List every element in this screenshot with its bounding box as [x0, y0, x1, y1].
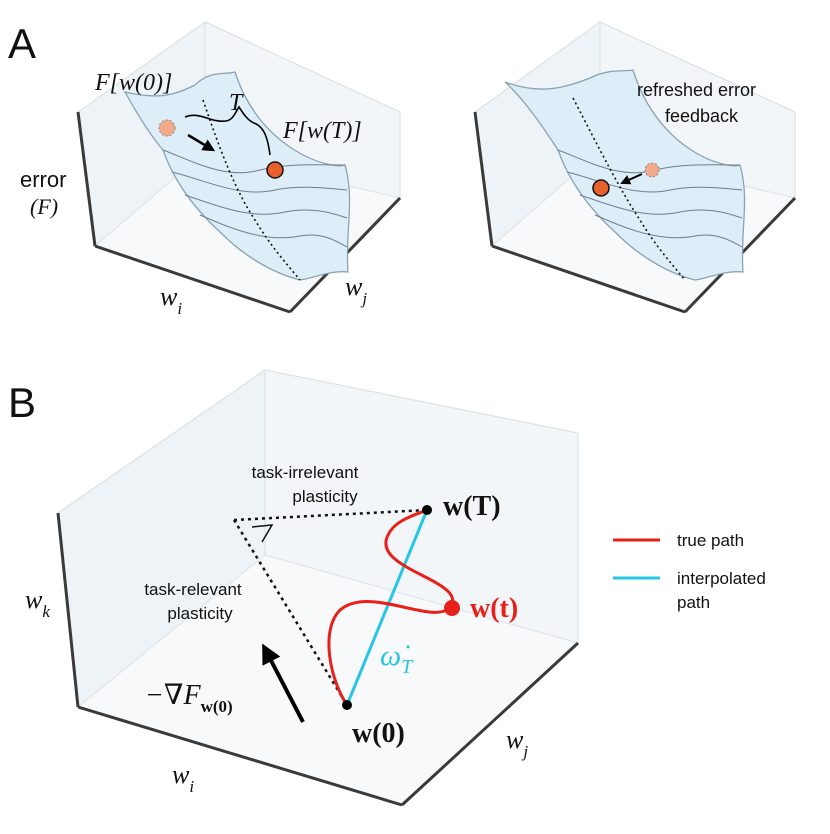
- panel-a-right-annotations: refreshed error feedback: [592, 80, 756, 197]
- w-0-label: w(0): [352, 718, 405, 749]
- legend-true-path-label: true path: [677, 531, 744, 550]
- gradient-arrow: [187, 133, 216, 152]
- valley-line: [202, 99, 301, 281]
- w-T-point: [422, 505, 432, 515]
- error-f-label: (F): [30, 194, 58, 219]
- end-point: [266, 161, 284, 179]
- time-brace: [184, 105, 271, 156]
- panel-b-labels: task-irrelevant plasticity task-relevant…: [25, 463, 528, 796]
- contour-line: [594, 214, 743, 248]
- refreshed-point: [592, 179, 610, 197]
- f-w0-label: F[w(0)]: [94, 70, 172, 96]
- wi-letter: w: [160, 282, 178, 311]
- legend-interpolated-label-line1: interpolated: [677, 569, 766, 588]
- f-wT-label: F[w(T)]: [282, 118, 362, 144]
- w-t-point: [444, 600, 460, 616]
- wj-letter: w: [345, 272, 363, 301]
- wi-subscript: i: [189, 777, 194, 796]
- task-irrelevant-label-line1: task-irrelevant: [252, 463, 359, 482]
- w-t-label: w(t): [470, 593, 518, 624]
- contour-line: [184, 194, 348, 219]
- panel-b-box: [56, 369, 580, 807]
- task-relevant-line: [232, 519, 349, 706]
- wj-label-a: wj: [345, 272, 367, 308]
- wi-label-a: wi: [160, 282, 182, 318]
- error-label: error: [20, 167, 66, 192]
- panel-a-left-surface: [123, 71, 351, 281]
- contour-line: [199, 214, 348, 248]
- wj-label-b: wj: [506, 725, 528, 761]
- error-axis: [473, 111, 494, 247]
- gradient-symbol: −∇F: [145, 680, 201, 711]
- task-irrelevant-label-line2: plasticity: [292, 487, 358, 506]
- gradient-subscript: w(0): [201, 697, 233, 716]
- contour-line: [579, 194, 743, 219]
- panel-a-label: A: [8, 20, 36, 67]
- panel-b-label: B: [8, 379, 36, 426]
- wk-axis: [56, 512, 80, 708]
- wi-letter: w: [172, 760, 190, 789]
- error-surface: [123, 71, 351, 281]
- legend-interpolated-label-line2: path: [677, 593, 710, 612]
- wi-axis: [77, 705, 403, 807]
- wi-label-b: wi: [172, 760, 194, 796]
- task-relevant-label-line1: task-relevant: [144, 580, 242, 599]
- panel-a-left-annotations: F[w(0)] T F[w(T)] error (F) wi wj: [20, 70, 367, 318]
- right-angle-marker: [251, 524, 274, 543]
- gradient-arrow: [262, 643, 305, 723]
- wi-axis: [491, 244, 686, 314]
- omega-subscript: T: [401, 656, 414, 678]
- contour-line: [171, 171, 348, 193]
- task-relevant-label-line2: plasticity: [167, 604, 233, 623]
- gradient-label: −∇Fw(0): [145, 680, 233, 716]
- w-T-label: w(T): [443, 491, 501, 522]
- contour-line: [162, 149, 346, 174]
- error-axis: [76, 111, 97, 247]
- wi-axis: [94, 244, 291, 314]
- contour-line: [566, 171, 743, 193]
- wk-letter: w: [25, 585, 43, 614]
- wj-subscript: j: [360, 289, 367, 308]
- previous-point-faded: [644, 162, 660, 178]
- correction-arrow: [620, 173, 643, 185]
- wj-letter: w: [506, 725, 524, 754]
- refreshed-label-line1: refreshed error: [637, 80, 756, 100]
- refreshed-label-line2: feedback: [665, 106, 739, 126]
- w-0-point: [342, 700, 352, 710]
- wi-subscript: i: [177, 299, 182, 318]
- interpolated-path: [345, 509, 429, 706]
- wj-axis: [400, 641, 580, 807]
- wj-subscript: j: [521, 742, 528, 761]
- wk-label: wk: [25, 585, 50, 621]
- omega-label: ω̇T: [380, 639, 414, 678]
- task-irrelevant-line: [233, 508, 428, 522]
- error-surface: [504, 69, 746, 281]
- legend: true path interpolated path: [613, 531, 766, 612]
- wk-subscript: k: [42, 602, 50, 621]
- time-label: T: [229, 90, 244, 116]
- panel-b-paths: [232, 505, 460, 723]
- panel-a-right-surface: [504, 69, 746, 281]
- start-point-faded: [158, 119, 176, 137]
